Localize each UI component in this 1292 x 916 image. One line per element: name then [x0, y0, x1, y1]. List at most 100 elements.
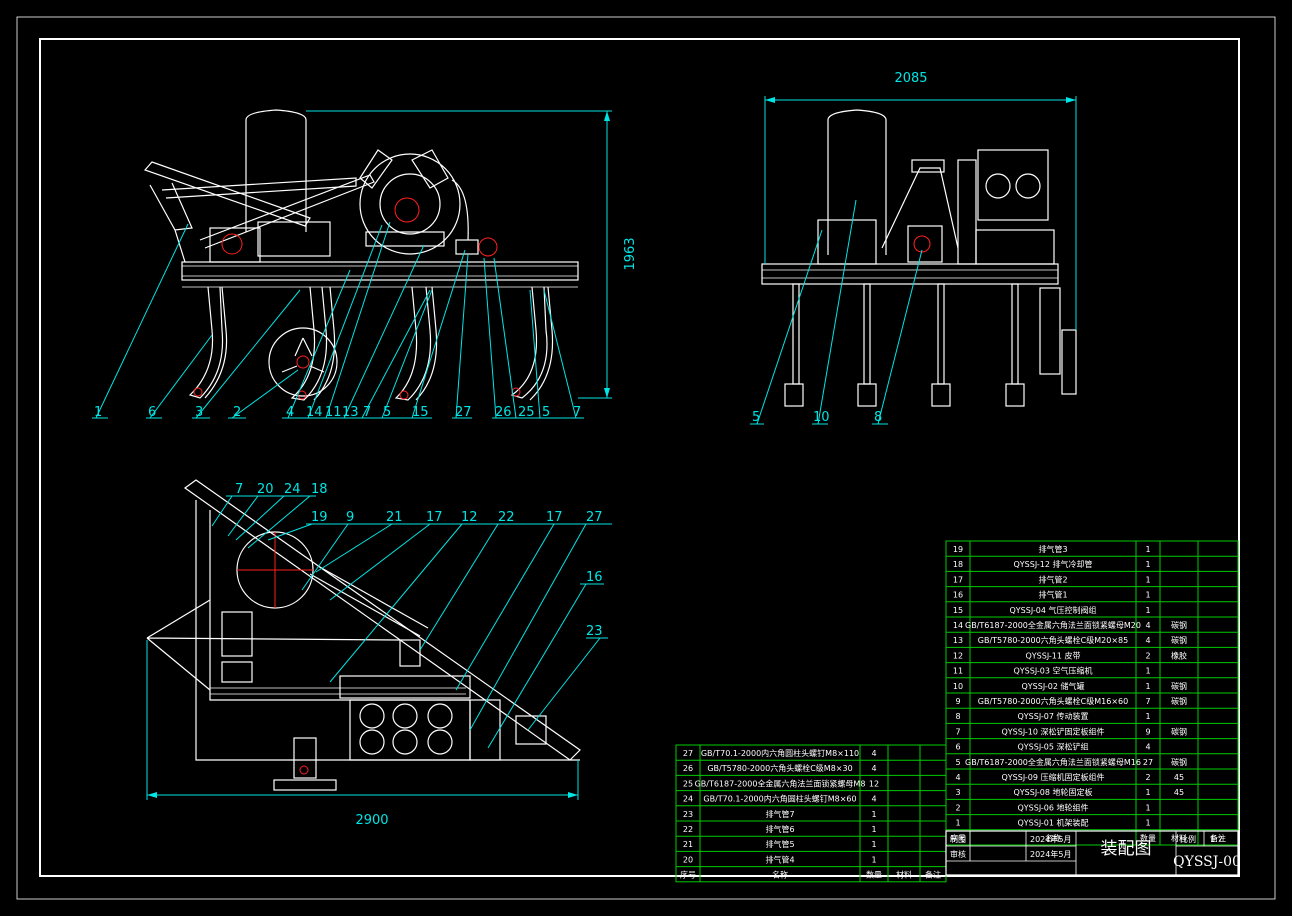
bom-left-no: 22 — [683, 825, 693, 834]
front-view: 1963 1 6 — [92, 109, 638, 420]
bom-left-no: 26 — [683, 764, 693, 773]
bom-right-name: QYSSJ-03 空气压缩机 — [1013, 666, 1092, 676]
bom-left-header: 名称 — [772, 870, 788, 880]
bom-right-name: QYSSJ-09 压缩机固定板组件 — [1001, 772, 1104, 782]
bom-left-qty: 4 — [871, 764, 876, 773]
bom-right-header: 材料 — [1171, 833, 1187, 843]
bom-right-no: 18 — [953, 560, 963, 569]
bom-right-no: 2 — [955, 803, 960, 812]
side-view: 2085 5 10 8 — [750, 71, 1077, 425]
balloon-2: 2 — [233, 405, 241, 420]
balloon-top-12: 12 — [461, 510, 478, 525]
bom-right-no: 17 — [953, 575, 963, 584]
bom-left-name: 排气管4 — [765, 854, 794, 864]
dim-width-top: 2900 — [355, 813, 388, 828]
bom-right-no: 13 — [953, 636, 963, 645]
balloon-5: 5 — [383, 405, 391, 420]
bom-left-no: 24 — [683, 795, 693, 804]
bom-right-mat: 碳钢 — [1171, 726, 1187, 736]
bom-right-qty: 2 — [1145, 773, 1150, 782]
balloon-3: 3 — [195, 405, 203, 420]
balloon-top-7: 7 — [235, 482, 243, 497]
bom-right-header: 序号 — [950, 833, 966, 843]
bom-right-name: QYSSJ-02 储气罐 — [1021, 681, 1084, 691]
tb-design-label: 制图 — [950, 834, 966, 844]
bom-left-header: 序号 — [680, 870, 696, 880]
balloon-top-27: 27 — [586, 510, 603, 525]
balloon-top-21: 21 — [386, 510, 403, 525]
balloon-top-17: 17 — [426, 510, 443, 525]
bom-right-qty: 27 — [1143, 758, 1153, 767]
tb-scale-label: 比例 — [1180, 834, 1196, 844]
bom-left-name: 排气管7 — [765, 809, 794, 819]
bom-right-name: QYSSJ-12 排气冷却管 — [1013, 559, 1092, 569]
bom-left-header: 材料 — [896, 870, 912, 880]
balloon-7: 7 — [363, 405, 371, 420]
bom-right-mat: 碳钢 — [1171, 681, 1187, 691]
balloon-4: 4 — [286, 405, 294, 420]
bom-right-name: QYSSJ-06 地轮组件 — [1017, 802, 1088, 812]
bom-left-name: GB/T6187-2000全金属六角法兰面锁紧螺母M8 — [695, 778, 866, 788]
bom-left-no: 20 — [683, 855, 693, 864]
bom-right-name: GB/T6187-2000全金属六角法兰面锁紧螺母M16 — [965, 757, 1141, 767]
bom-right-name: QYSSJ-05 深松铲组 — [1017, 742, 1088, 752]
balloon-top-23: 23 — [586, 624, 603, 639]
bom-right-qty: 1 — [1145, 545, 1150, 554]
bom-right-qty: 9 — [1145, 727, 1150, 736]
bom-right-qty: 1 — [1145, 575, 1150, 584]
bom-left-header: 数量 — [866, 870, 882, 880]
outer-frame — [16, 16, 1276, 900]
bom-right-qty: 1 — [1145, 667, 1150, 676]
bom-right-qty: 1 — [1145, 560, 1150, 569]
bom-right-no: 10 — [953, 682, 963, 691]
bom-right-qty: 4 — [1145, 743, 1150, 752]
bom-right-header: 数量 — [1140, 833, 1156, 843]
bom-left-name: GB/T70.1-2000内六角圆柱头螺钉M8×110 — [701, 748, 859, 758]
balloon-14: 14 — [306, 405, 323, 420]
bom-right-header: 备注 — [1210, 833, 1226, 843]
bom-right-qty: 4 — [1145, 636, 1150, 645]
bom-right-qty: 1 — [1145, 606, 1150, 615]
bom-right-no: 9 — [955, 697, 960, 706]
bom-right-no: 3 — [955, 788, 960, 797]
bom-left-header: 备注 — [925, 870, 941, 880]
bom-left-name: 排气管6 — [765, 824, 794, 834]
bom-right-name: GB/T6187-2000全金属六角法兰面锁紧螺母M20 — [965, 620, 1141, 630]
bom-left-qty: 12 — [869, 779, 879, 788]
title-block: 制图 2024年5月 审核 2024年5月 装配图 比例 1:7 QYSSJ-0… — [945, 830, 1241, 876]
bom-left-qty: 1 — [871, 855, 876, 864]
bom-right-no: 4 — [955, 773, 960, 782]
bom-left-no: 25 — [683, 779, 693, 788]
bom-right-qty: 1 — [1145, 819, 1150, 828]
dim-width-side: 2085 — [894, 71, 927, 86]
bom-right-header: 名称 — [1045, 833, 1061, 843]
bom-right-mat: 碳钢 — [1171, 757, 1187, 767]
bom-right-name: 排气管3 — [1038, 544, 1067, 554]
tb-check-label: 审核 — [950, 849, 966, 859]
balloon-side-10: 10 — [813, 410, 830, 425]
bom-right-qty: 1 — [1145, 682, 1150, 691]
bom-right-no: 16 — [953, 591, 963, 600]
balloon-1: 1 — [94, 405, 102, 420]
bom-right-name: 排气管2 — [1038, 574, 1067, 584]
bom-right-name: QYSSJ-01 机架装配 — [1017, 818, 1088, 828]
bom-right-qty: 1 — [1145, 803, 1150, 812]
bom-right-name: GB/T5780-2000六角头螺栓C级M20×85 — [978, 635, 1128, 645]
bom-right-qty: 1 — [1145, 712, 1150, 721]
bom-right-mat: 碳钢 — [1171, 635, 1187, 645]
balloon-25: 25 — [518, 405, 535, 420]
bom-right-no: 1 — [955, 819, 960, 828]
balloon-top-24: 24 — [284, 482, 301, 497]
top-view: 2900 7 20 24 18 19 9 21 17 — [146, 479, 612, 828]
bom-right-qty: 7 — [1145, 697, 1150, 706]
bom-left-qty: 1 — [871, 810, 876, 819]
bom-right-qty: 4 — [1145, 621, 1150, 630]
bom-right-name: QYSSJ-10 深松铲固定板组件 — [1001, 726, 1104, 736]
balloon-top-16: 16 — [586, 570, 603, 585]
balloon-11: 11 — [325, 405, 342, 420]
inner-frame — [39, 38, 1240, 877]
balloon-top-19: 19 — [311, 510, 328, 525]
